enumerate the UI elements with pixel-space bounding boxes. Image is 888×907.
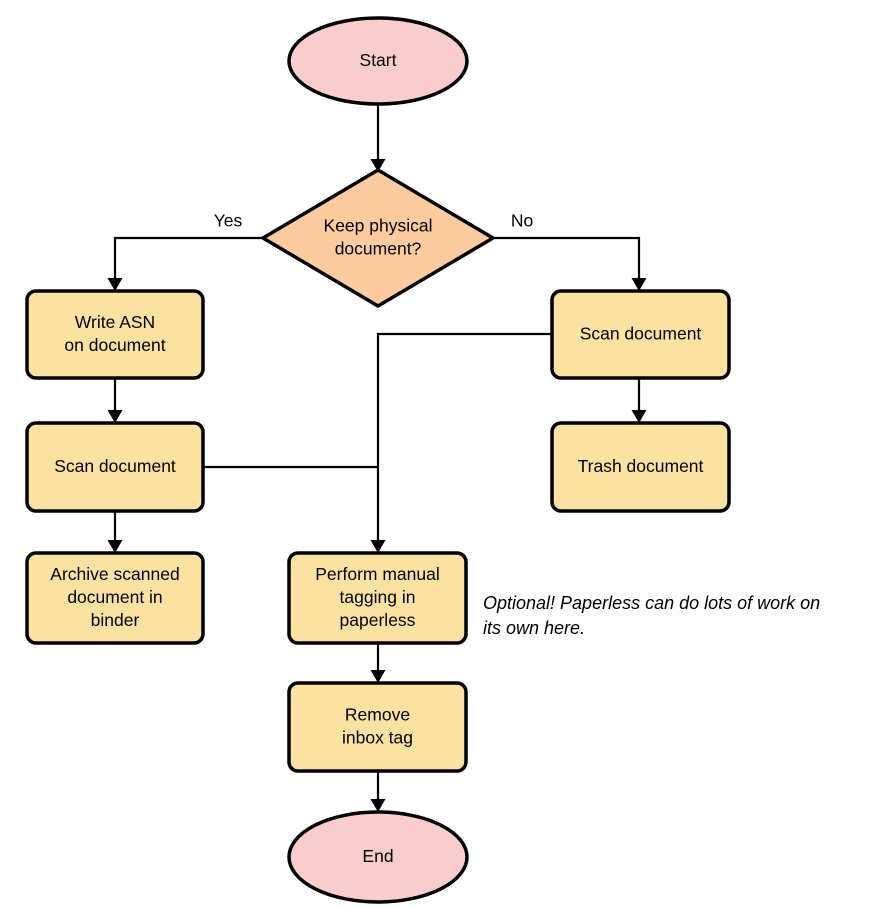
node-scan-right[interactable]: Scan document <box>550 289 731 380</box>
arrowhead-icon <box>370 540 386 553</box>
node-trash[interactable]: Trash document <box>550 421 731 513</box>
edge-decision-no <box>493 236 647 291</box>
edge-remove-to-end <box>370 771 386 812</box>
node-end[interactable]: End <box>287 810 469 904</box>
edge-scan-right-to-trash <box>631 378 647 423</box>
arrowhead-icon <box>631 410 647 423</box>
node-start[interactable]: Start <box>287 16 469 106</box>
process-shape[interactable] <box>550 289 731 380</box>
edges-layer <box>107 104 647 812</box>
arrowhead-icon <box>370 159 386 172</box>
process-shape[interactable] <box>287 681 468 773</box>
edge-label-yes-label: Yes <box>214 211 243 231</box>
process-shape[interactable] <box>25 551 205 645</box>
annotation-optional-note: Optional! Paperless can do lots of work … <box>483 593 820 638</box>
edge-line <box>493 236 641 284</box>
node-label: Scan document <box>54 456 176 476</box>
arrowhead-icon <box>107 278 123 291</box>
terminator-shape[interactable] <box>287 16 469 106</box>
node-label: Scan document <box>580 323 702 343</box>
edge-decision-yes <box>107 236 263 291</box>
node-label: Start <box>360 50 397 70</box>
arrowhead-icon <box>370 670 386 683</box>
node-scan-left[interactable]: Scan document <box>25 421 205 513</box>
edge-labels-layer: Yes No <box>214 211 533 231</box>
arrowhead-icon <box>107 540 123 553</box>
edge-line <box>376 332 552 546</box>
edge-start-to-decision <box>370 104 386 172</box>
annotations-layer: Optional! Paperless can do lots of work … <box>483 593 820 638</box>
edge-write-asn-to-scan-left <box>107 378 123 423</box>
process-shape[interactable] <box>25 421 205 513</box>
edge-tagging-to-remove <box>370 643 386 683</box>
arrowhead-icon <box>370 799 386 812</box>
arrowhead-icon <box>107 410 123 423</box>
node-label: End <box>362 846 393 866</box>
decision-shape[interactable] <box>261 168 495 308</box>
process-shape[interactable] <box>287 551 468 645</box>
process-shape[interactable] <box>550 421 731 513</box>
arrowhead-icon <box>631 278 647 291</box>
node-label: Trash document <box>578 456 704 476</box>
edge-line <box>113 236 263 284</box>
edge-scan-right-to-tagging <box>370 332 552 553</box>
edge-scan-left-to-archive <box>107 511 123 553</box>
edge-label-no-label: No <box>511 211 533 231</box>
process-shape[interactable] <box>25 289 205 380</box>
terminator-shape[interactable] <box>287 810 469 904</box>
